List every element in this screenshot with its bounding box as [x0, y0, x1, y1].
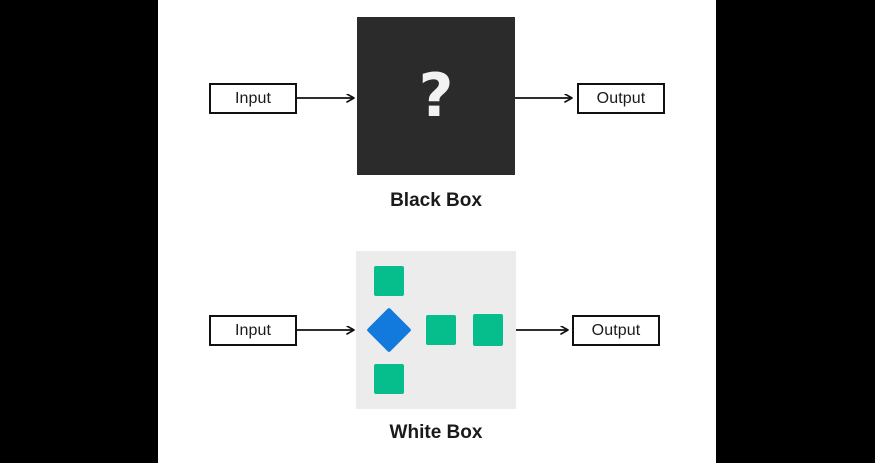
- black-box-opaque-container[interactable]: ?: [357, 17, 515, 175]
- white-box-input-label: Input: [234, 321, 272, 339]
- white-box-caption: White Box: [389, 422, 483, 443]
- black-box-caption: Black Box: [390, 190, 482, 211]
- white-box-output-label: Output: [591, 321, 641, 339]
- black-box-input-label: Input: [234, 89, 272, 107]
- letterbox-bar-right: [716, 0, 875, 463]
- white-box-output-node[interactable]: Output: [572, 315, 660, 346]
- letterbox-bar-left: [0, 0, 158, 463]
- flow-node-bottom-square[interactable]: [374, 364, 404, 394]
- question-mark-icon: ?: [418, 61, 454, 131]
- black-box-input-node[interactable]: Input: [209, 83, 297, 114]
- flow-node-top-square[interactable]: [374, 266, 404, 296]
- diagram-stage: Input ? Output Black Box Input Output Wh…: [158, 0, 716, 463]
- black-box-output-node[interactable]: Output: [577, 83, 665, 114]
- flow-node-right-square[interactable]: [473, 314, 503, 346]
- white-box-input-node[interactable]: Input: [209, 315, 297, 346]
- flow-node-middle-square[interactable]: [426, 315, 456, 345]
- black-box-output-label: Output: [596, 89, 646, 107]
